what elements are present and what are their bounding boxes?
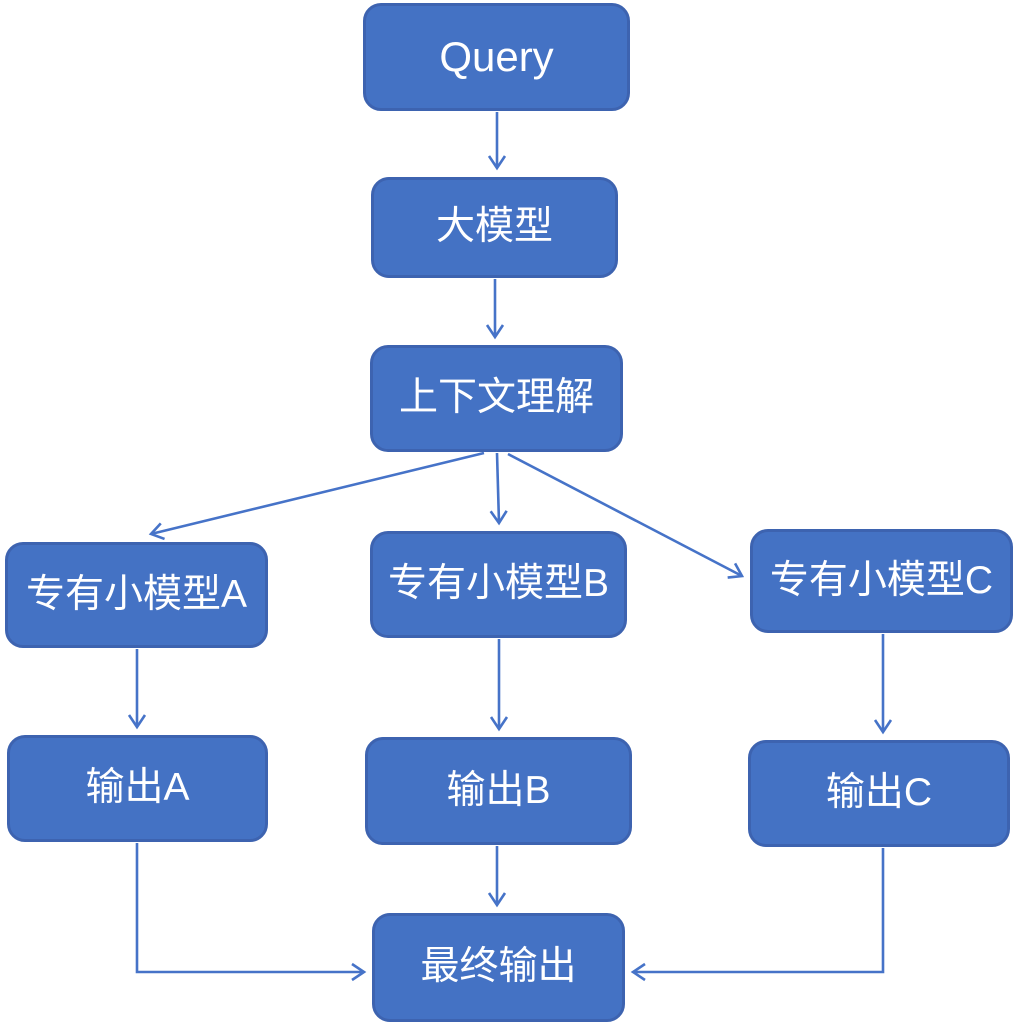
node-small-model-b: 专有小模型B — [370, 531, 627, 638]
node-context-understanding-label: 上下文理解 — [398, 376, 594, 420]
node-large-model: 大模型 — [371, 177, 618, 278]
node-small-model-a-label: 专有小模型A — [25, 572, 247, 616]
node-output-a-label: 输出A — [85, 766, 190, 810]
node-large-model-label: 大模型 — [435, 205, 553, 249]
edge-out-c-to-final — [630, 848, 885, 982]
node-output-c: 输出C — [748, 740, 1010, 847]
node-output-b: 输出B — [365, 737, 632, 845]
node-output-b-label: 输出B — [446, 768, 551, 812]
node-output-a: 输出A — [7, 735, 268, 842]
node-final-output-label: 最终输出 — [420, 945, 577, 989]
node-query: Query — [363, 3, 630, 111]
node-small-model-c-label: 专有小模型C — [769, 558, 994, 602]
node-small-model-b-label: 专有小模型B — [387, 562, 609, 606]
node-output-c-label: 输出C — [825, 771, 933, 815]
edge-context-to-small-a — [148, 451, 485, 541]
node-final-output: 最终输出 — [372, 913, 625, 1022]
node-small-model-a: 专有小模型A — [5, 542, 268, 648]
node-small-model-c: 专有小模型C — [750, 529, 1013, 633]
edge-out-a-to-final — [135, 843, 367, 982]
node-context-understanding: 上下文理解 — [370, 345, 623, 452]
node-query-label: Query — [439, 32, 554, 80]
edge-context-to-small-b — [489, 452, 508, 526]
